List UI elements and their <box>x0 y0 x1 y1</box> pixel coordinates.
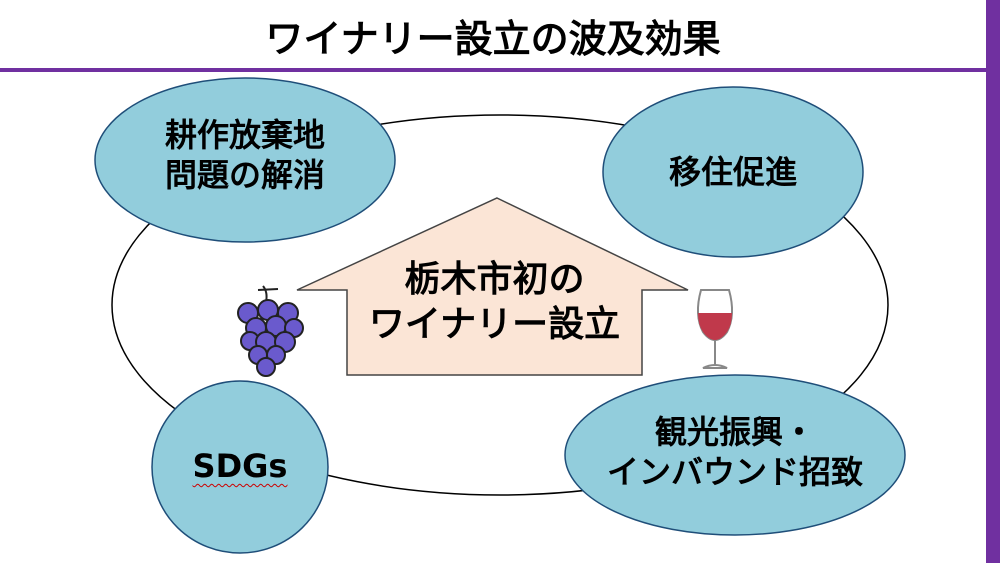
bubble-farmland <box>94 77 396 243</box>
migration-label: 移住促進 <box>668 153 797 191</box>
center-line1: 栃木市初の <box>404 259 585 300</box>
accent-bar <box>986 0 1000 563</box>
title-divider <box>0 68 990 72</box>
farmland-line2: 問題の解消 <box>164 156 325 194</box>
tourism-label: 観光振興・ インバウンド招致 <box>565 412 905 492</box>
grapes-icon <box>237 285 304 377</box>
sdgs-label: SDGs <box>192 447 288 485</box>
center-line2: ワイナリー設立 <box>368 304 621 345</box>
tourism-line1: 観光振興・ <box>654 413 815 451</box>
bubble-migration <box>602 86 864 258</box>
cycle-ellipse <box>111 114 889 496</box>
center-label: 栃木市初の ワイナリー設立 <box>347 257 642 347</box>
tourism-line2: インバウンド招致 <box>606 453 863 491</box>
wine-glass-icon <box>697 289 733 369</box>
bubble-sdgs <box>151 380 329 554</box>
farmland-label: 耕作放棄地 問題の解消 <box>95 115 395 195</box>
farmland-line1: 耕作放棄地 <box>164 116 325 154</box>
house-arrow <box>296 197 689 376</box>
slide-title: ワイナリー設立の波及効果 <box>265 17 721 61</box>
bubble-tourism <box>564 374 906 536</box>
